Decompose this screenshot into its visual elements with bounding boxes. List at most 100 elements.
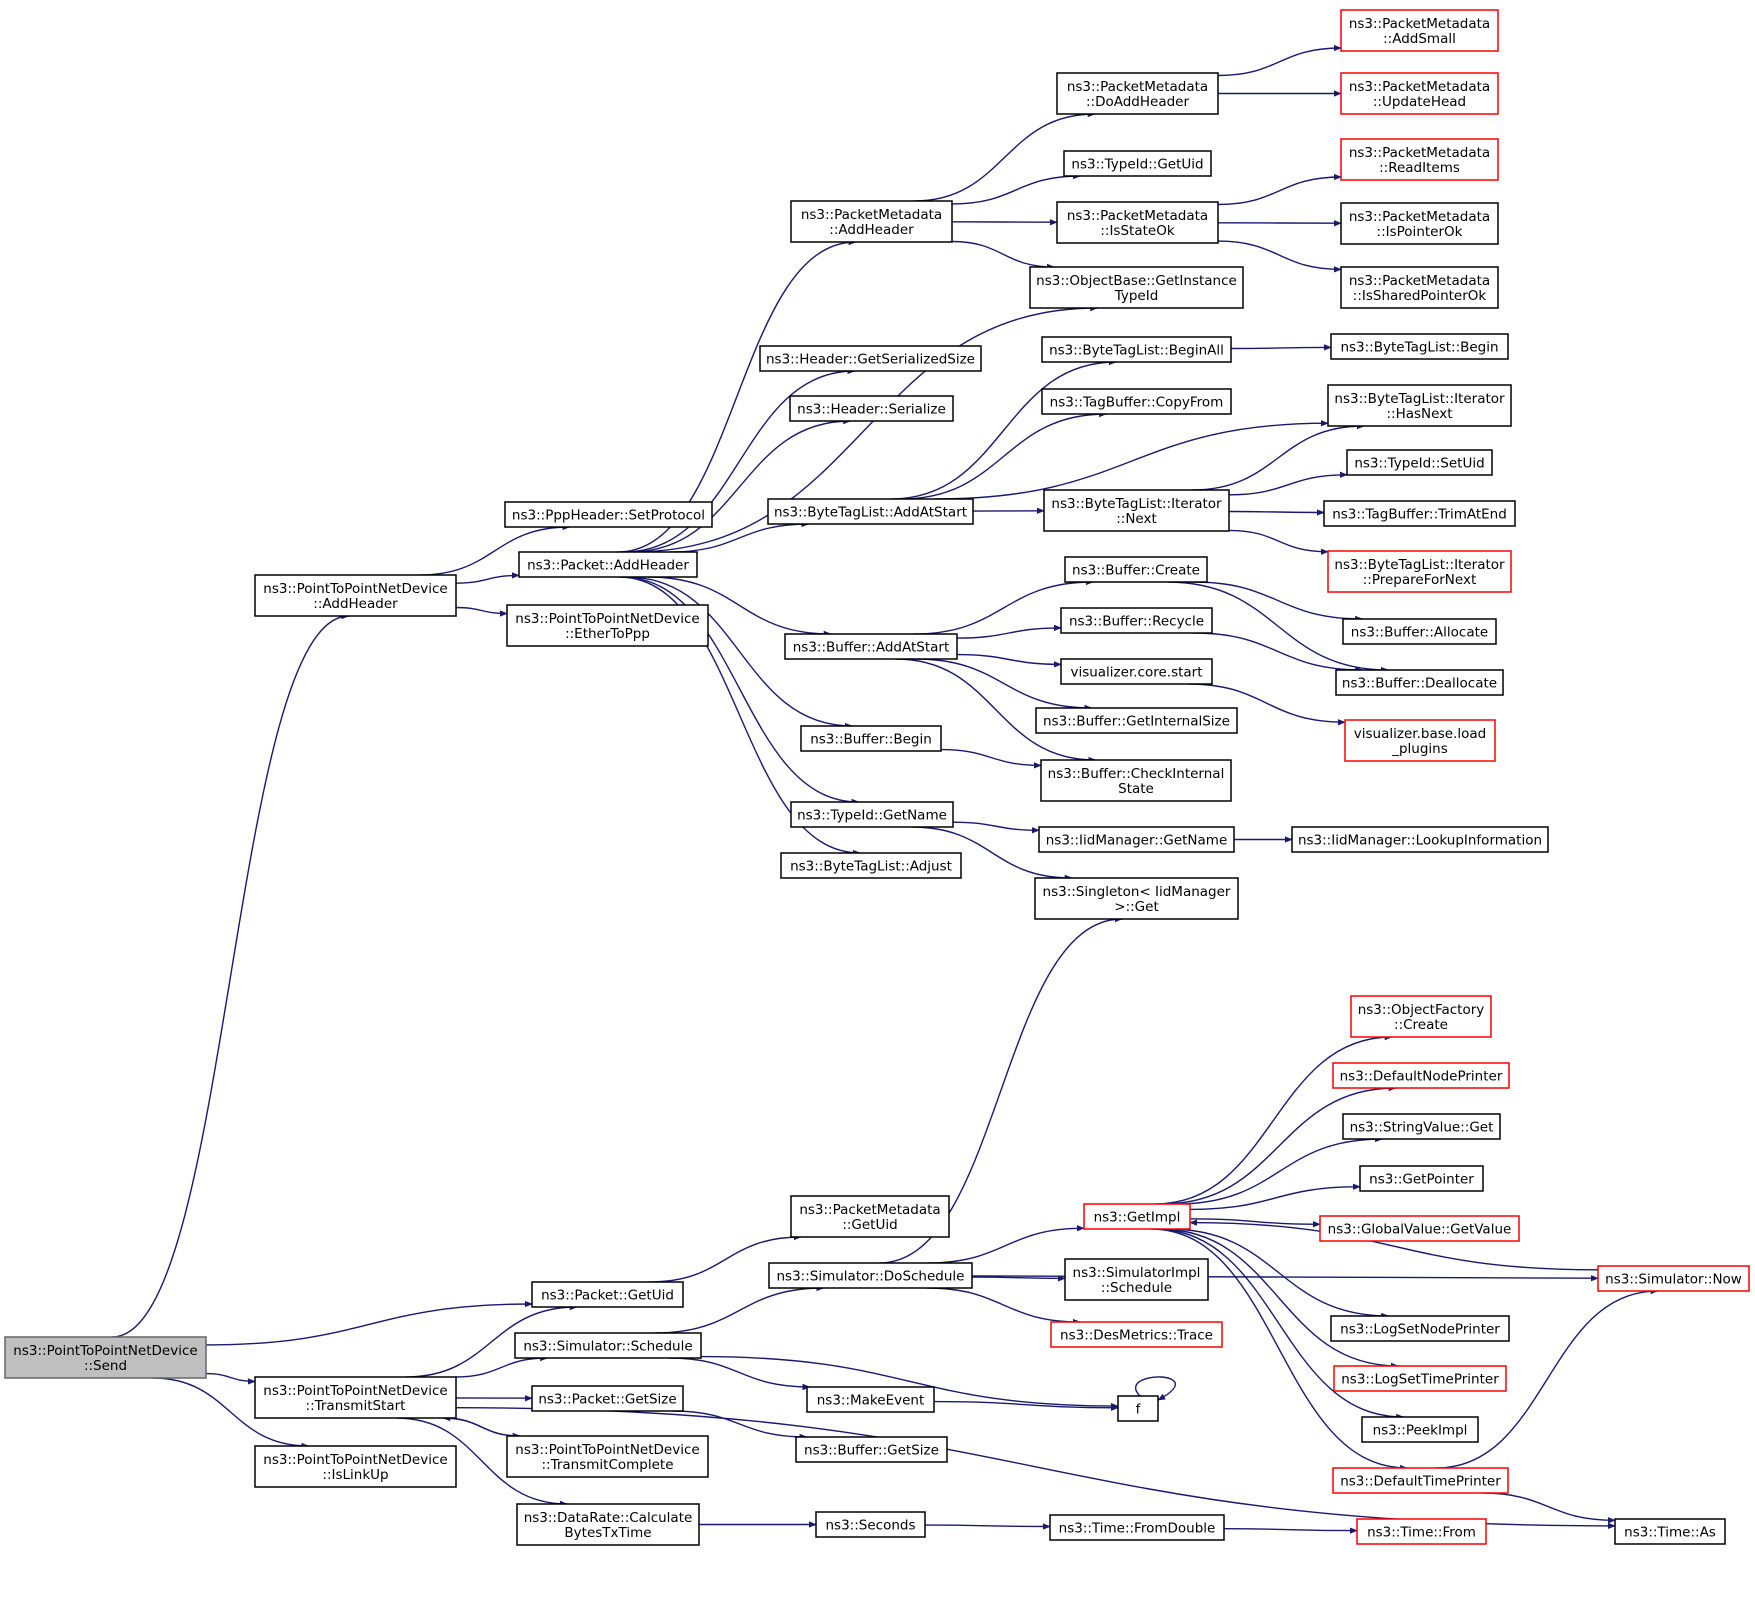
node-singleton-get[interactable]: ns3::Singleton< IidManager >::Get (1034, 877, 1239, 920)
node-btl-iter-next[interactable]: ns3::ByteTagList::Iterator::Next (1043, 489, 1230, 532)
node-btl-beginall[interactable]: ns3::ByteTagList::BeginAll (1041, 336, 1232, 363)
node-iidmanager-getname[interactable]: ns3::IidManager::GetName (1038, 826, 1235, 853)
node-label-line: ns3::Seconds (826, 1518, 916, 1534)
node-pm-issharedpointerok[interactable]: ns3::PacketMetadata::IsSharedPointerOk (1340, 266, 1499, 309)
node-label-line: ns3::Buffer::Begin (810, 732, 932, 748)
node-box (1340, 9, 1499, 52)
nodes-layer: ns3::PointToPointNetDevice::Sendns3::Poi… (4, 9, 1750, 1546)
node-label-line: ns3::ByteTagList::Begin (1340, 340, 1498, 356)
node-label-line: ns3::ByteTagList::AddAtStart (774, 505, 967, 521)
node-getimpl[interactable]: ns3::GetImpl (1083, 1203, 1191, 1230)
node-vis-core-start[interactable]: visualizer.core.start (1060, 658, 1213, 685)
node-buffer-getinternalsize[interactable]: ns3::Buffer::GetInternalSize (1035, 707, 1238, 734)
node-sim-schedule[interactable]: ns3::Simulator::Schedule (514, 1332, 702, 1359)
edge-packet-getuid-to-pm-getuid (649, 1233, 802, 1283)
node-sim-doschedule[interactable]: ns3::Simulator::DoSchedule (768, 1262, 973, 1289)
edge-packet-addheader-to-buffer-begin (626, 576, 853, 730)
node-time-as[interactable]: ns3::Time::As (1614, 1518, 1726, 1545)
node-tagbuffer-trimatend[interactable]: ns3::TagBuffer::TrimAtEnd (1323, 500, 1516, 527)
edge-send-to-p2p-transmitstart (205, 1372, 256, 1385)
node-buffer-allocate[interactable]: ns3::Buffer::Allocate (1342, 618, 1497, 645)
node-label-line: ns3::TagBuffer::TrimAtEnd (1332, 507, 1507, 523)
node-typeid-getname[interactable]: ns3::TypeId::GetName (790, 801, 954, 828)
node-p2p-addheader[interactable]: ns3::PointToPointNetDevice::AddHeader (254, 574, 457, 617)
node-p2p-transmitcomplete[interactable]: ns3::PointToPointNetDevice::TransmitComp… (506, 1435, 709, 1478)
node-getpointer[interactable]: ns3::GetPointer (1359, 1165, 1484, 1192)
node-pm-updatehead[interactable]: ns3::PacketMetadata::UpdateHead (1340, 72, 1499, 115)
node-label-line: BytesTxTime (564, 1525, 651, 1541)
edge-btl-iter-next-to-tagbuffer-trimatend (1228, 509, 1325, 516)
node-tagbuffer-copyfrom[interactable]: ns3::TagBuffer::CopyFrom (1041, 388, 1232, 415)
node-label-line: ns3::GlobalValue::GetValue (1328, 1222, 1512, 1238)
node-buffer-recycle[interactable]: ns3::Buffer::Recycle (1060, 607, 1213, 634)
node-simimpl-schedule[interactable]: ns3::SimulatorImpl::Schedule (1064, 1258, 1209, 1301)
node-objectfactory-create[interactable]: ns3::ObjectFactory::Create (1350, 995, 1492, 1038)
node-label-line: ns3::PacketMetadata (1349, 16, 1490, 32)
edge-packet-addheader-to-header-serialize (629, 417, 852, 553)
edge-p2p-addheader-to-packet-addheader (455, 572, 520, 584)
node-header-serialize[interactable]: ns3::Header::Serialize (789, 395, 954, 422)
node-seconds[interactable]: ns3::Seconds (815, 1511, 926, 1538)
node-buffer-getsize[interactable]: ns3::Buffer::GetSize (795, 1436, 948, 1463)
node-btl-iter-preparefornext[interactable]: ns3::ByteTagList::Iterator::PrepareForNe… (1327, 550, 1512, 593)
node-logsetnodeprinter[interactable]: ns3::LogSetNodePrinter (1330, 1315, 1510, 1342)
node-pm-getuid[interactable]: ns3::PacketMetadata::GetUid (790, 1195, 950, 1238)
node-simulator-now[interactable]: ns3::Simulator::Now (1597, 1265, 1750, 1292)
node-pm-isstateok[interactable]: ns3::PacketMetadata::IsStateOk (1056, 201, 1219, 244)
node-typeid-getuid[interactable]: ns3::TypeId::GetUid (1063, 150, 1212, 177)
node-packet-getsize[interactable]: ns3::Packet::GetSize (531, 1385, 684, 1412)
node-vis-base-loadplugins[interactable]: visualizer.base.load_plugins (1344, 719, 1496, 762)
node-defaulttimeprinter[interactable]: ns3::DefaultTimePrinter (1332, 1467, 1509, 1494)
node-label-line: ::IsStateOk (1100, 223, 1174, 239)
edge-typeid-getname-to-iidmanager-getname (952, 821, 1040, 834)
edges-layer (112, 44, 1659, 1534)
node-box (1038, 826, 1235, 853)
node-globalvalue-getvalue[interactable]: ns3::GlobalValue::GetValue (1319, 1215, 1520, 1242)
node-ppp-setprotocol[interactable]: ns3::PppHeader::SetProtocol (504, 501, 713, 528)
node-pm-doaddheader[interactable]: ns3::PacketMetadata::DoAddHeader (1056, 72, 1219, 115)
node-ethertoppp[interactable]: ns3::PointToPointNetDevice::EtherToPpp (506, 604, 709, 647)
node-time-from[interactable]: ns3::Time::From (1356, 1518, 1487, 1545)
node-logsettimeprinter[interactable]: ns3::LogSetTimePrinter (1333, 1365, 1507, 1392)
node-label-line: visualizer.core.start (1070, 665, 1202, 681)
node-defaultnodeprinter[interactable]: ns3::DefaultNodePrinter (1332, 1062, 1510, 1089)
node-box (1359, 1165, 1484, 1192)
edge-sim-doschedule-to-desmetrics-trace (926, 1287, 1081, 1326)
node-buffer-begin[interactable]: ns3::Buffer::Begin (800, 725, 942, 752)
edge-vis-core-start-to-vis-base-loadplugins (1187, 683, 1346, 726)
node-iidmanager-lookupinformation[interactable]: ns3::IidManager::LookupInformation (1291, 826, 1549, 853)
node-p2p-transmitstart[interactable]: ns3::PointToPointNetDevice::TransmitStar… (254, 1376, 457, 1419)
node-pm-ispointerok[interactable]: ns3::PacketMetadata::IsPointerOk (1340, 202, 1499, 245)
node-box (1342, 618, 1497, 645)
node-buffer-deallocate[interactable]: ns3::Buffer::Deallocate (1335, 669, 1504, 696)
node-packet-addheader[interactable]: ns3::Packet::AddHeader (518, 551, 698, 578)
node-label-line: ns3::ObjectBase::GetInstance (1036, 273, 1237, 289)
node-buffer-addatstart[interactable]: ns3::Buffer::AddAtStart (784, 633, 958, 660)
node-box (1332, 1467, 1509, 1494)
node-pm-addheader[interactable]: ns3::PacketMetadata::AddHeader (790, 200, 953, 243)
node-box (1041, 336, 1232, 363)
node-label-line: ::AddHeader (829, 222, 914, 238)
node-pm-addsmall[interactable]: ns3::PacketMetadata::AddSmall (1340, 9, 1499, 52)
node-btl-adjust[interactable]: ns3::ByteTagList::Adjust (780, 852, 962, 879)
node-box (1291, 826, 1549, 853)
node-desmetrics-trace[interactable]: ns3::DesMetrics::Trace (1050, 1321, 1223, 1348)
node-buffer-create[interactable]: ns3::Buffer::Create (1064, 556, 1208, 583)
node-btl-begin[interactable]: ns3::ByteTagList::Begin (1330, 333, 1509, 360)
node-pm-readitems[interactable]: ns3::PacketMetadata::ReadItems (1340, 138, 1499, 181)
node-typeid-setuid[interactable]: ns3::TypeId::SetUid (1346, 449, 1493, 476)
node-packet-getuid[interactable]: ns3::Packet::GetUid (531, 1281, 684, 1308)
node-stringvalue-get[interactable]: ns3::StringValue::Get (1342, 1113, 1501, 1140)
node-btl-addatstart[interactable]: ns3::ByteTagList::AddAtStart (767, 498, 974, 525)
node-peekimpl[interactable]: ns3::PeekImpl (1361, 1416, 1479, 1443)
node-makeevent[interactable]: ns3::MakeEvent (806, 1386, 935, 1413)
node-header-getserializedsize[interactable]: ns3::Header::GetSerializedSize (759, 345, 982, 372)
node-p2p-islinkup[interactable]: ns3::PointToPointNetDevice::IsLinkUp (254, 1445, 457, 1488)
node-f[interactable]: f (1117, 1395, 1159, 1422)
node-btl-iter-hasnext[interactable]: ns3::ByteTagList::Iterator::HasNext (1327, 384, 1512, 427)
node-box (784, 633, 958, 660)
node-time-fromdouble[interactable]: ns3::Time::FromDouble (1049, 1514, 1225, 1541)
